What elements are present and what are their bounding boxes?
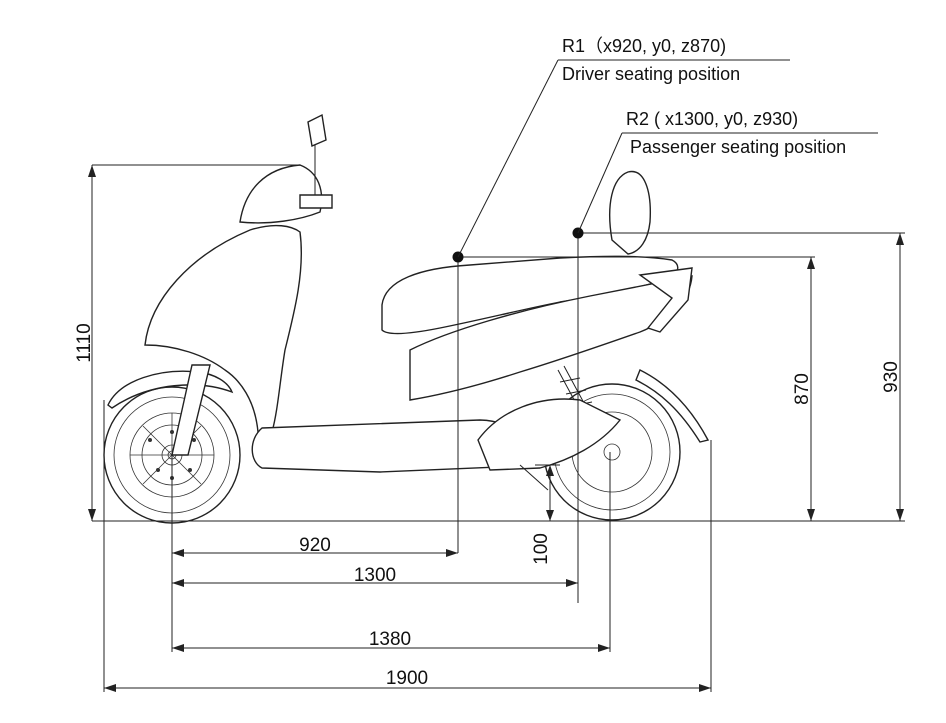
dim-height-r2-label: 930	[881, 361, 902, 393]
horizontal-dimensions	[104, 549, 711, 692]
rear-fender	[635, 369, 710, 443]
dim-len-1300-label: 1300	[354, 565, 396, 586]
tail-rack	[638, 267, 693, 333]
dim-height-total-label: 1110	[74, 323, 95, 362]
front-body	[144, 224, 303, 433]
side-stand	[519, 464, 549, 491]
handlebar-grip	[299, 194, 333, 209]
r2-leader-line	[577, 132, 623, 234]
dim-clearance-label: 100	[531, 533, 552, 565]
backrest	[609, 170, 651, 255]
r2-description: Passenger seating position	[630, 137, 846, 157]
front-fork	[171, 364, 211, 456]
r1-leader-line	[457, 59, 559, 258]
headlight-cowl	[239, 164, 323, 224]
seating-points	[452, 59, 878, 263]
r2-label: R2 ( x1300, y0, z930)	[626, 109, 798, 129]
reference-lines	[92, 164, 905, 692]
dim-height-r1-label: 870	[792, 373, 813, 405]
scooter-illustration	[103, 113, 710, 524]
dim-len-1900-label: 1900	[386, 668, 428, 689]
mirror	[307, 113, 327, 147]
dim-len-920-label: 920	[299, 535, 331, 556]
r1-description: Driver seating position	[562, 64, 740, 84]
swingarm	[477, 398, 622, 471]
r1-label: R1（x920, y0, z870)	[562, 36, 726, 56]
vertical-dimensions	[88, 165, 904, 521]
dim-len-1380-label: 1380	[369, 629, 411, 650]
